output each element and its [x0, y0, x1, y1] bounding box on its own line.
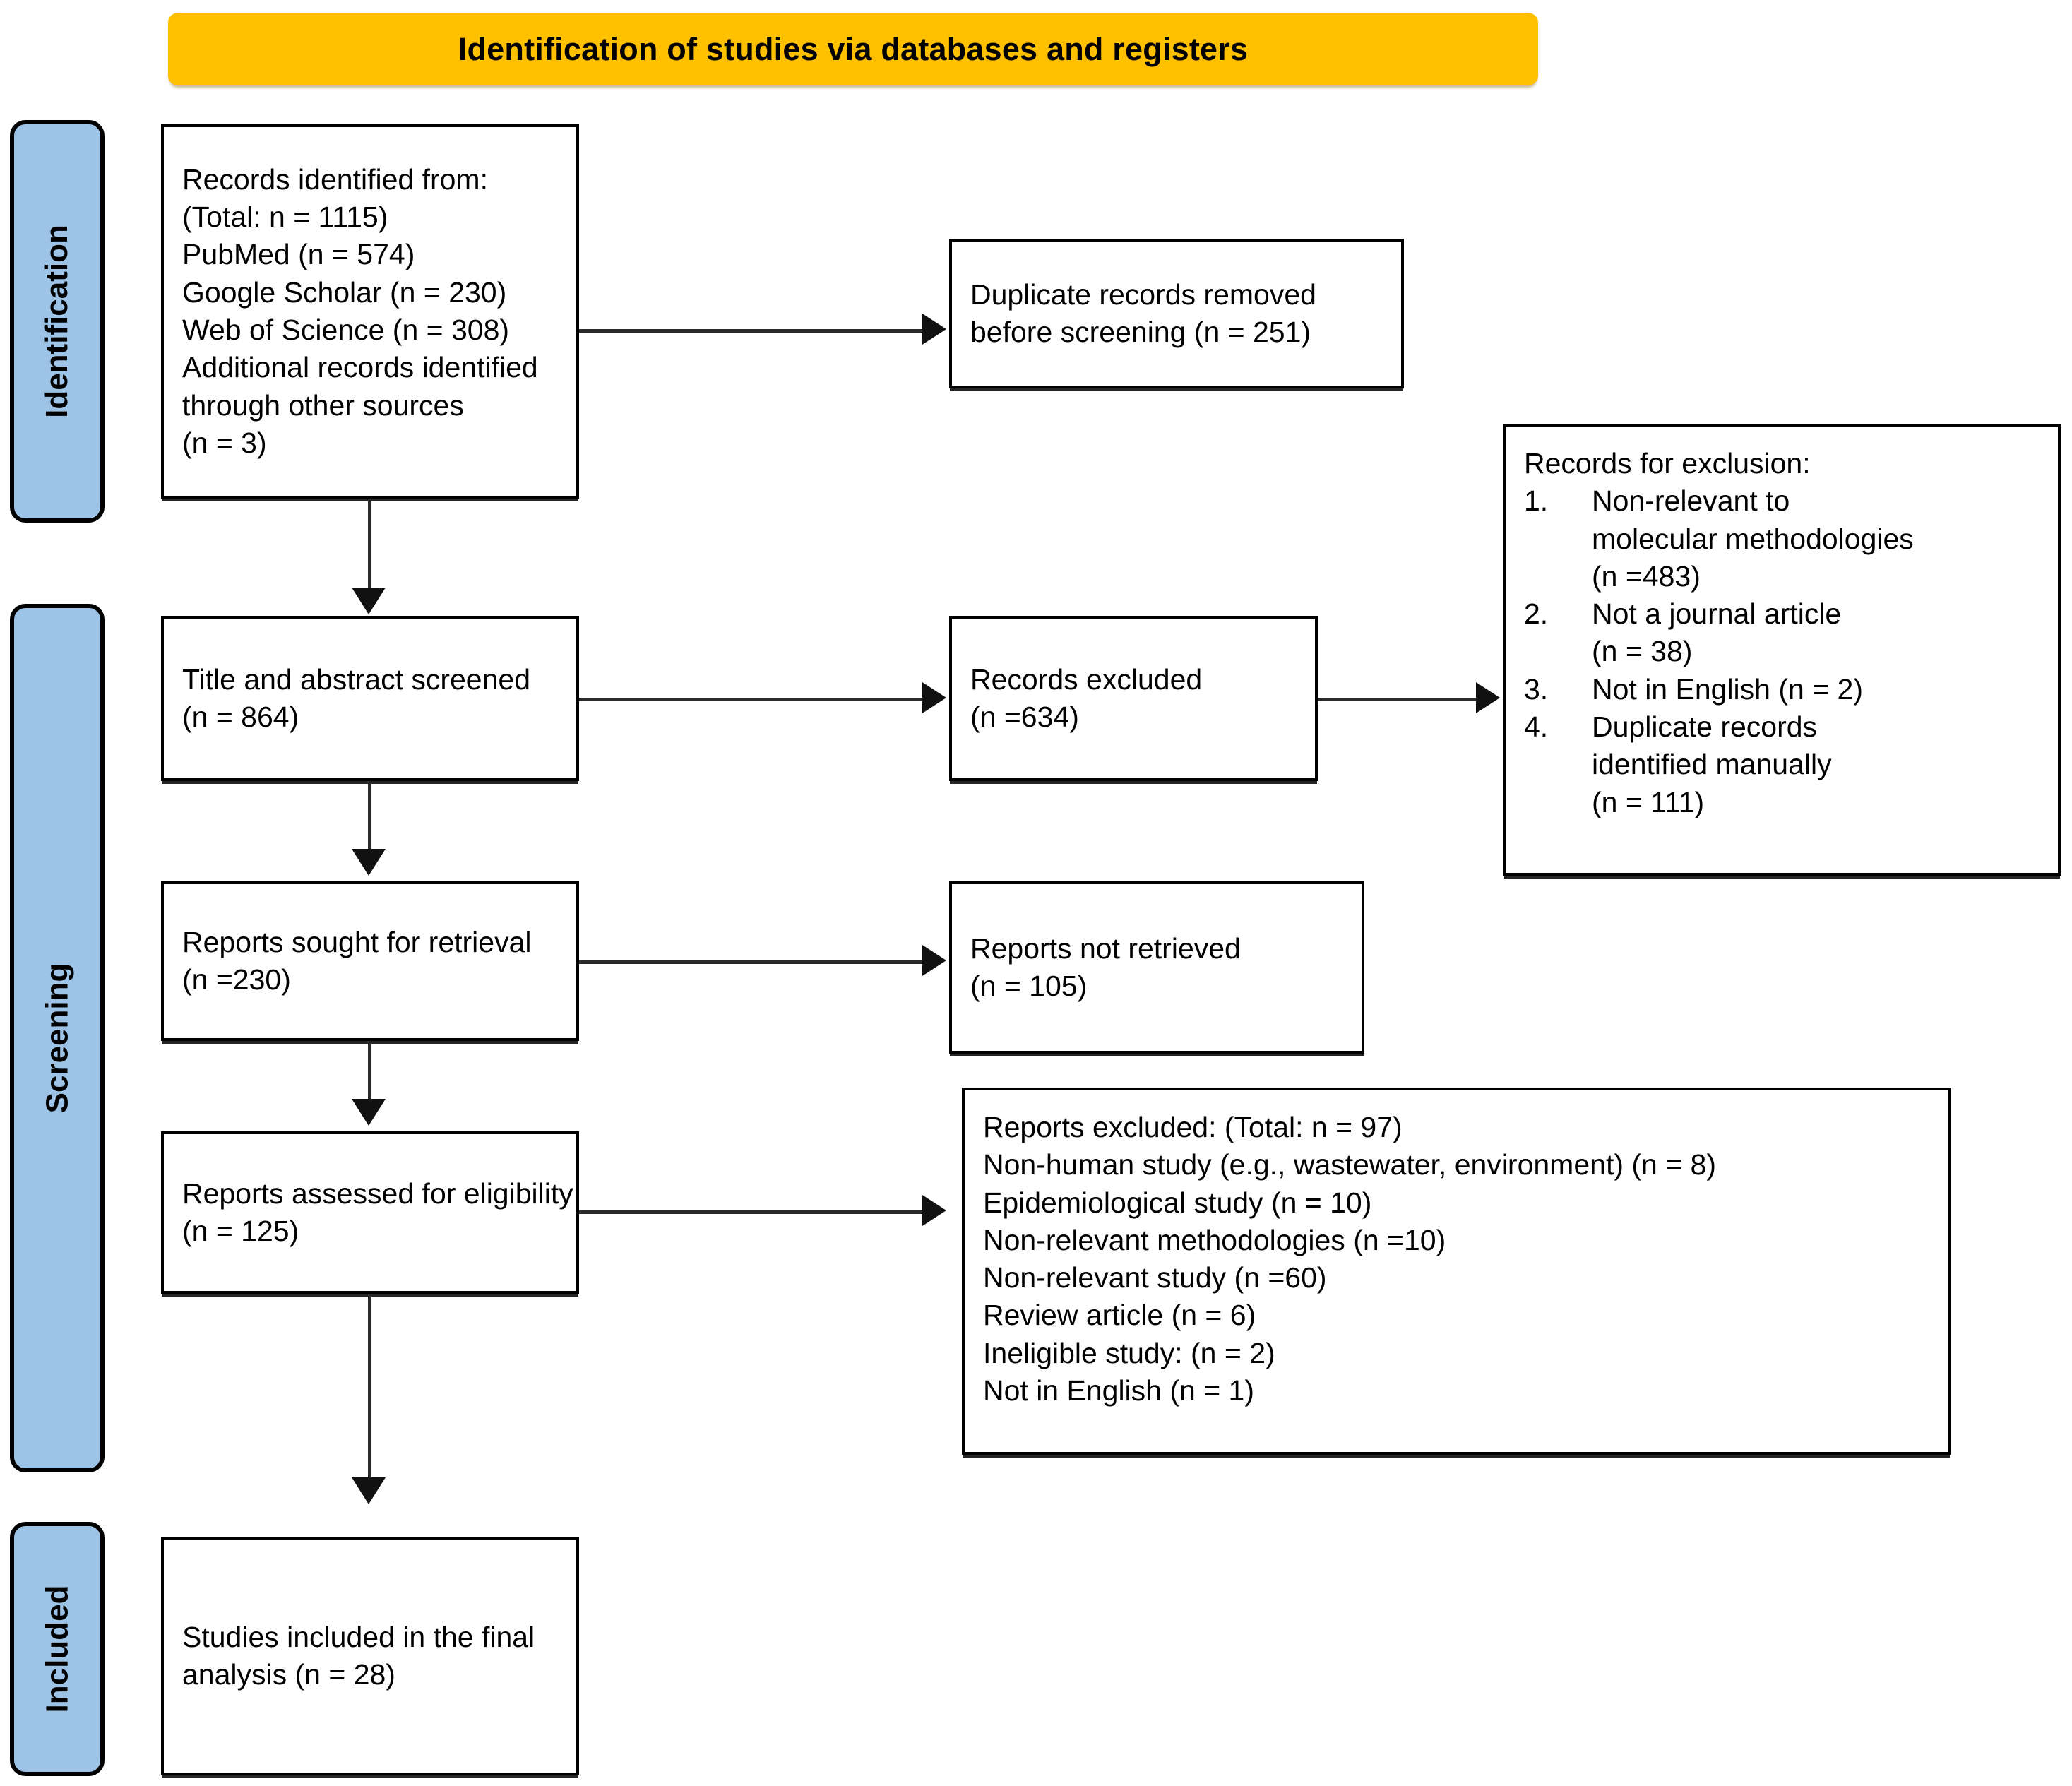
text-line: Additional records identified [182, 351, 538, 384]
arrow-right-icon [922, 1195, 946, 1226]
box-duplicate-records-removed: Duplicate records removed before screeni… [949, 239, 1404, 388]
box-studies-included: Studies included in the final analysis (… [161, 1537, 579, 1775]
text-line: Google Scholar (n = 230) [182, 275, 507, 309]
list-item: 2. Not a journal article (n = 38) [1524, 595, 2040, 671]
list-item-number: 4. [1524, 710, 1549, 744]
list-item-text: Not a journal article (n = 38) [1592, 595, 1841, 671]
box-reports-excluded-detail-content: Reports excluded: (Total: n = 97) Non-hu… [965, 1090, 1948, 1452]
text-line: Duplicate records removed [970, 278, 1316, 311]
list-item-number: 3. [1524, 672, 1549, 706]
exclusion-list: 1. Non-relevant to molecular methodologi… [1524, 482, 2040, 821]
list-item-number: 1. [1524, 484, 1549, 518]
text-line: PubMed (n = 574) [182, 238, 415, 271]
exclusion-heading: Records for exclusion: [1524, 447, 1811, 480]
stage-label-included: Included [10, 1522, 105, 1776]
text-line: Non-human study (e.g., wastewater, envir… [983, 1148, 1717, 1181]
text-line: (n = 105) [970, 970, 1088, 1002]
text-line: (n = 38) [1592, 635, 1693, 668]
banner-title: Identification of studies via databases … [458, 30, 1249, 67]
stage-label-identification-text: Identification [40, 225, 74, 418]
text-line: Not in English (n = 2) [1592, 672, 1863, 706]
box-records-identified: Records identified from: (Total: n = 111… [161, 124, 579, 499]
text-line: Non-relevant methodologies (n =10) [983, 1223, 1446, 1256]
text-line: identified manually [1592, 748, 1832, 781]
arrow-down-icon [352, 1477, 386, 1504]
list-item: 1. Non-relevant to molecular methodologi… [1524, 482, 2040, 595]
text-line: Reports not retrieved [970, 931, 1241, 965]
stage-label-screening-text: Screening [40, 963, 74, 1114]
connector-screened-to-records-excluded [579, 698, 925, 701]
text-line: Records excluded [970, 662, 1203, 696]
box-reports-not-retrieved-content: Reports not retrieved (n = 105) [952, 884, 1362, 1051]
connector-identified-to-duplicates [579, 329, 925, 333]
box-reports-not-retrieved: Reports not retrieved (n = 105) [949, 881, 1364, 1054]
connector-screened-to-sought [368, 781, 371, 852]
list-item: 4. Duplicate records identified manually… [1524, 708, 2040, 821]
text-line: (n = 3) [182, 426, 267, 459]
connector-eligibility-to-included [368, 1294, 371, 1480]
text-line: (n =230) [182, 963, 291, 996]
connector-identified-to-screened [368, 499, 371, 590]
box-records-identified-content: Records identified from: (Total: n = 111… [164, 127, 576, 496]
connector-records-excluded-to-exclusion-list [1318, 698, 1477, 701]
box-title-abstract-screened: Title and abstract screened (n = 864) [161, 616, 579, 781]
text-line: (n = 111) [1592, 785, 1705, 818]
text-line: Web of Science (n = 308) [182, 314, 510, 346]
list-item: 3. Not in English (n = 2) [1524, 671, 2040, 708]
text-line: Reports sought for retrieval [182, 925, 532, 958]
text-line: (Total: n = 1115) [182, 201, 388, 234]
text-line: Duplicate records [1592, 710, 1818, 744]
text-line: (n = 125) [182, 1215, 299, 1247]
text-line: Not in English (n = 1) [983, 1374, 1254, 1407]
arrow-right-icon [922, 682, 946, 713]
arrow-right-icon [1476, 682, 1500, 713]
text-line: Not a journal article [1592, 597, 1842, 631]
arrow-right-icon [922, 314, 946, 345]
box-studies-included-content: Studies included in the final analysis (… [164, 1540, 576, 1773]
box-reports-sought-for-retrieval: Reports sought for retrieval (n =230) [161, 881, 579, 1041]
box-reports-assessed-for-eligibility: Reports assessed for eligibility (n = 12… [161, 1131, 579, 1294]
list-item-text: Non-relevant to molecular methodologies … [1592, 482, 1914, 595]
box-records-excluded: Records excluded (n =634) [949, 616, 1318, 781]
text-line: Records identified from: [182, 162, 488, 196]
text-line: molecular methodologies [1592, 522, 1914, 555]
text-line: before screening (n = 251) [970, 316, 1311, 348]
text-line: analysis (n = 28) [182, 1658, 395, 1691]
box-reports-assessed-for-eligibility-content: Reports assessed for eligibility (n = 12… [164, 1134, 576, 1291]
box-records-for-exclusion: Records for exclusion: 1. Non-relevant t… [1503, 424, 2061, 876]
text-line: through other sources [182, 388, 464, 422]
connector-sought-to-not-retrieved [579, 960, 925, 964]
text-line: Ineligible study: (n = 2) [983, 1336, 1275, 1369]
stage-label-identification: Identification [10, 120, 105, 523]
connector-sought-to-eligibility [368, 1041, 371, 1102]
text-line: (n = 864) [182, 701, 299, 733]
box-reports-excluded-detail: Reports excluded: (Total: n = 97) Non-hu… [962, 1088, 1951, 1455]
box-title-abstract-screened-content: Title and abstract screened (n = 864) [164, 619, 576, 778]
list-item-text: Duplicate records identified manually (n… [1592, 708, 1832, 821]
text-line: Epidemiological study (n = 10) [983, 1186, 1372, 1219]
text-line: Non-relevant to [1592, 484, 1790, 518]
arrow-right-icon [922, 945, 946, 976]
text-line: Title and abstract screened [182, 662, 531, 696]
box-duplicate-records-removed-content: Duplicate records removed before screeni… [952, 242, 1401, 386]
connector-eligibility-to-reports-excluded [579, 1210, 925, 1214]
arrow-down-icon [352, 588, 386, 614]
list-item-number: 2. [1524, 597, 1549, 631]
box-records-excluded-content: Records excluded (n =634) [952, 619, 1315, 778]
text-line: Reports excluded: (Total: n = 97) [983, 1111, 1403, 1143]
text-line: Non-relevant study (n =60) [983, 1261, 1327, 1294]
box-records-for-exclusion-content: Records for exclusion: 1. Non-relevant t… [1506, 427, 2058, 873]
stage-label-screening: Screening [10, 604, 105, 1472]
list-item-text: Not in English (n = 2) [1592, 671, 1863, 708]
arrow-down-icon [352, 849, 386, 876]
text-line: (n =634) [970, 701, 1079, 733]
arrow-down-icon [352, 1099, 386, 1126]
text-line: Studies included in the final [182, 1620, 535, 1653]
diagram-banner: Identification of studies via databases … [168, 13, 1538, 85]
stage-label-included-text: Included [40, 1585, 74, 1713]
text-line: Reports assessed for eligibility [182, 1177, 573, 1210]
text-line: (n =483) [1592, 559, 1701, 593]
text-line: Review article (n = 6) [983, 1299, 1256, 1332]
box-reports-sought-for-retrieval-content: Reports sought for retrieval (n =230) [164, 884, 576, 1038]
